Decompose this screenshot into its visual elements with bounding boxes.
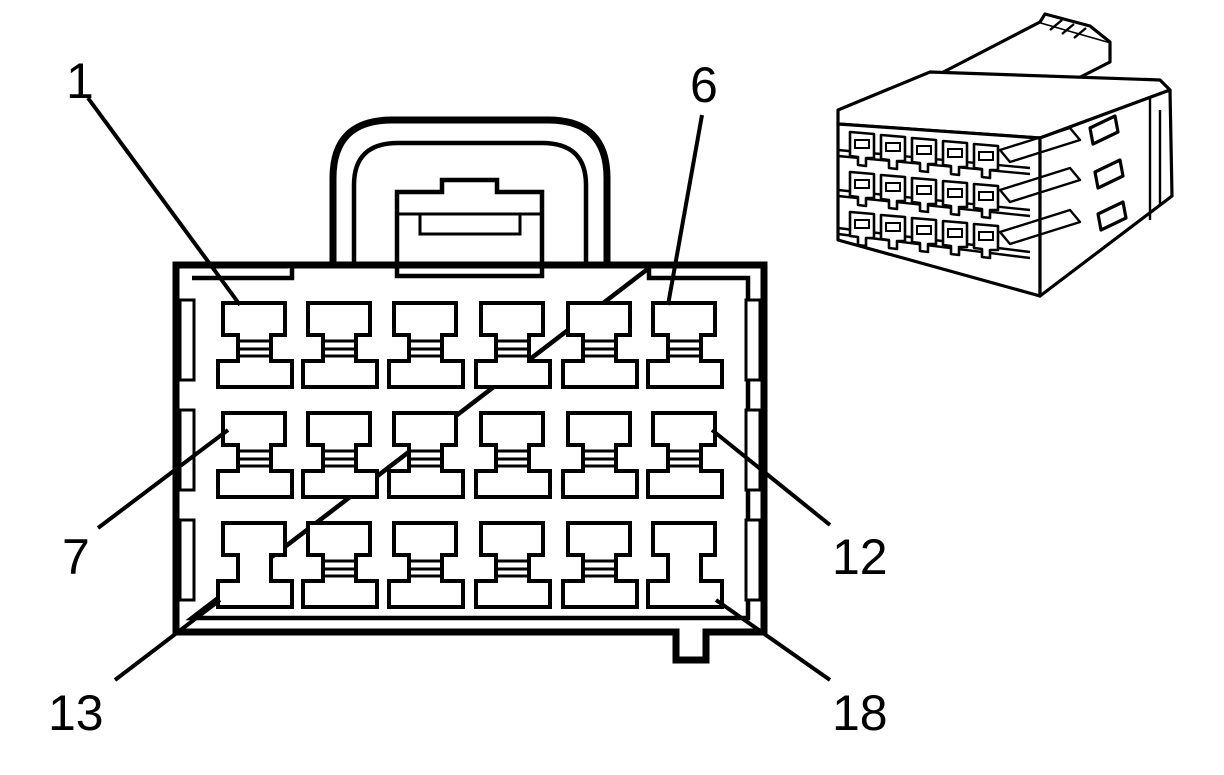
pin-label-13: 13: [48, 685, 104, 741]
iso-cavity-slot-9: [916, 185, 932, 195]
iso-cavity-slot-14: [885, 222, 901, 232]
iso-cavity-slot-1: [854, 139, 870, 149]
iso-cavity-slot-13: [854, 219, 870, 229]
pin-label-6: 6: [690, 57, 718, 113]
iso-cavity-slot-15: [916, 225, 932, 235]
terminal-cavity-13: [216, 521, 294, 609]
pin-label-18: 18: [832, 685, 888, 741]
iso-cavity-slot-17: [978, 231, 994, 241]
iso-cavity-slot-3: [916, 145, 932, 155]
leader-pin-1: [86, 96, 242, 307]
iso-cavity-slot-2: [885, 142, 901, 152]
pin-label-7: 7: [62, 529, 90, 585]
iso-cavity-slot-16: [947, 228, 963, 238]
terminal-cavities: [216, 301, 724, 609]
leader-pin-18: [714, 598, 832, 682]
terminal-cavity-11: [561, 411, 639, 499]
iso-cavity-slot-8: [885, 182, 901, 192]
terminal-cavity-18: [646, 521, 724, 609]
terminal-cavity-14: [301, 521, 379, 609]
connector-face-view: 1 6 7 12 13 18: [48, 53, 888, 741]
iso-cavity-slot-4: [947, 148, 963, 158]
iso-cavity-slot-7: [854, 179, 870, 189]
pin-labels: 1 6 7 12 13 18: [48, 53, 888, 741]
leader-pin-13: [113, 598, 222, 682]
terminal-cavity-5: [561, 301, 639, 389]
isometric-terminal-cavities: [848, 130, 1000, 260]
terminal-cavity-3: [387, 301, 465, 389]
terminal-cavity-8: [301, 411, 379, 499]
locking-latch: [329, 116, 611, 279]
pin-label-12: 12: [832, 529, 888, 585]
terminal-cavity-12: [646, 411, 724, 499]
terminal-cavity-10: [474, 411, 552, 499]
terminal-cavity-15: [387, 521, 465, 609]
terminal-cavity-1: [216, 301, 294, 389]
terminal-cavity-9: [387, 411, 465, 499]
terminal-cavity-4: [474, 301, 552, 389]
pin-label-1: 1: [66, 53, 94, 109]
terminal-cavity-6: [646, 301, 724, 389]
terminal-cavity-16: [474, 521, 552, 609]
leader-pin-6: [666, 114, 704, 306]
terminal-cavity-7: [216, 411, 294, 499]
iso-cavity-slot-5: [978, 151, 994, 161]
connector-isometric-view: [836, 12, 1174, 298]
iso-cavity-slot-10: [947, 188, 963, 198]
terminal-cavity-17: [561, 521, 639, 609]
leader-lines: [86, 96, 832, 682]
leader-pin-7: [96, 428, 230, 530]
leader-pin-12: [710, 428, 832, 527]
terminal-cavity-2: [301, 301, 379, 389]
iso-cavity-slot-11: [978, 191, 994, 201]
